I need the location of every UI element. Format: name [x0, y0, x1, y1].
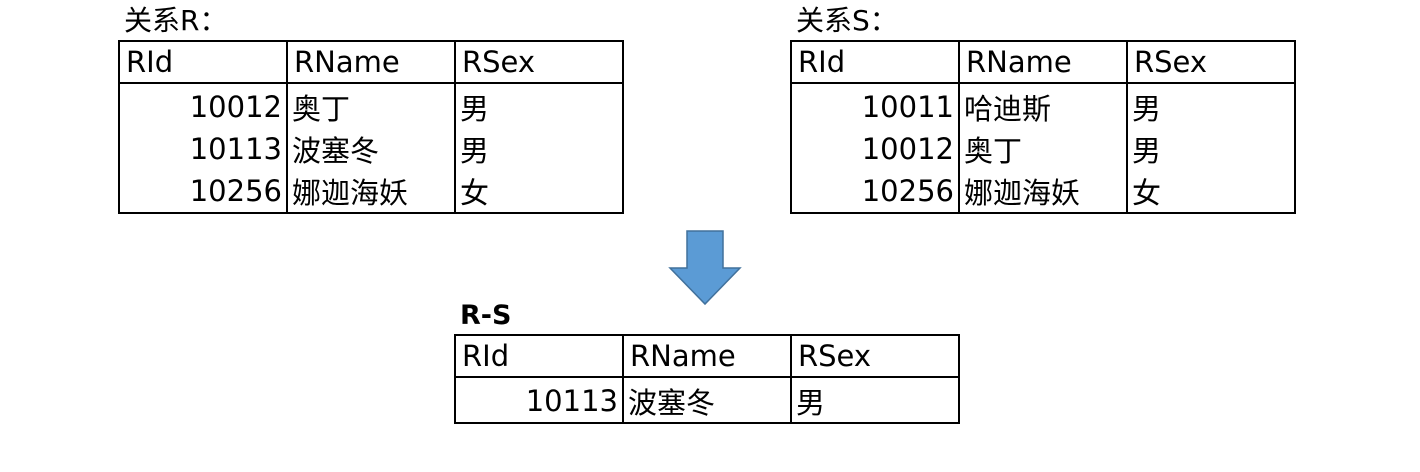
- table-row: 10256 娜迦海妖 女: [790, 170, 1296, 214]
- table-row: 10113 波塞冬 男: [454, 377, 960, 424]
- relation-s-caption: 关系S：: [796, 4, 898, 37]
- cell-rid: 10256: [118, 170, 288, 214]
- table-header-row: RId RName RSex: [118, 40, 624, 84]
- header-rname: RName: [958, 40, 1128, 84]
- header-rsex: RSex: [790, 334, 960, 378]
- cell-rname: 奥丁: [286, 83, 456, 128]
- table-row: 10256 娜迦海妖 女: [118, 170, 624, 214]
- cell-rname: 波塞冬: [286, 128, 456, 170]
- cell-rid: 10113: [454, 377, 624, 424]
- relation-r-table: RId RName RSex 10012 奥丁 男 10113 波塞冬 男 10…: [118, 40, 624, 214]
- table-row: 10011 哈迪斯 男: [790, 83, 1296, 128]
- cell-rsex: 男: [1126, 83, 1296, 128]
- cell-rid: 10256: [790, 170, 960, 214]
- header-rsex: RSex: [1126, 40, 1296, 84]
- header-rid: RId: [454, 334, 624, 378]
- header-rname: RName: [622, 334, 792, 378]
- table-header-row: RId RName RSex: [790, 40, 1296, 84]
- cell-rid: 10012: [790, 128, 960, 170]
- result-table: RId RName RSex 10113 波塞冬 男: [454, 334, 960, 424]
- header-rname: RName: [286, 40, 456, 84]
- table-row: 10113 波塞冬 男: [118, 128, 624, 170]
- cell-rname: 波塞冬: [622, 377, 792, 424]
- cell-rid: 10113: [118, 128, 288, 170]
- cell-rsex: 男: [790, 377, 960, 424]
- cell-rsex: 男: [1126, 128, 1296, 170]
- table-row: 10012 奥丁 男: [790, 128, 1296, 170]
- cell-rsex: 男: [454, 83, 624, 128]
- cell-rname: 奥丁: [958, 128, 1128, 170]
- relation-r-caption: 关系R：: [124, 4, 228, 37]
- down-arrow-shape: [668, 230, 742, 306]
- cell-rname: 娜迦海妖: [958, 170, 1128, 214]
- header-rid: RId: [790, 40, 960, 84]
- cell-rsex: 男: [454, 128, 624, 170]
- header-rid: RId: [118, 40, 288, 84]
- cell-rname: 哈迪斯: [958, 83, 1128, 128]
- cell-rsex: 女: [454, 170, 624, 214]
- cell-rsex: 女: [1126, 170, 1296, 214]
- header-rsex: RSex: [454, 40, 624, 84]
- cell-rname: 娜迦海妖: [286, 170, 456, 214]
- cell-rid: 10011: [790, 83, 960, 128]
- table-header-row: RId RName RSex: [454, 334, 960, 378]
- cell-rid: 10012: [118, 83, 288, 128]
- relation-s-table: RId RName RSex 10011 哈迪斯 男 10012 奥丁 男 10…: [790, 40, 1296, 214]
- result-caption: R-S: [460, 300, 512, 331]
- down-arrow-icon: [668, 230, 742, 306]
- table-row: 10012 奥丁 男: [118, 83, 624, 128]
